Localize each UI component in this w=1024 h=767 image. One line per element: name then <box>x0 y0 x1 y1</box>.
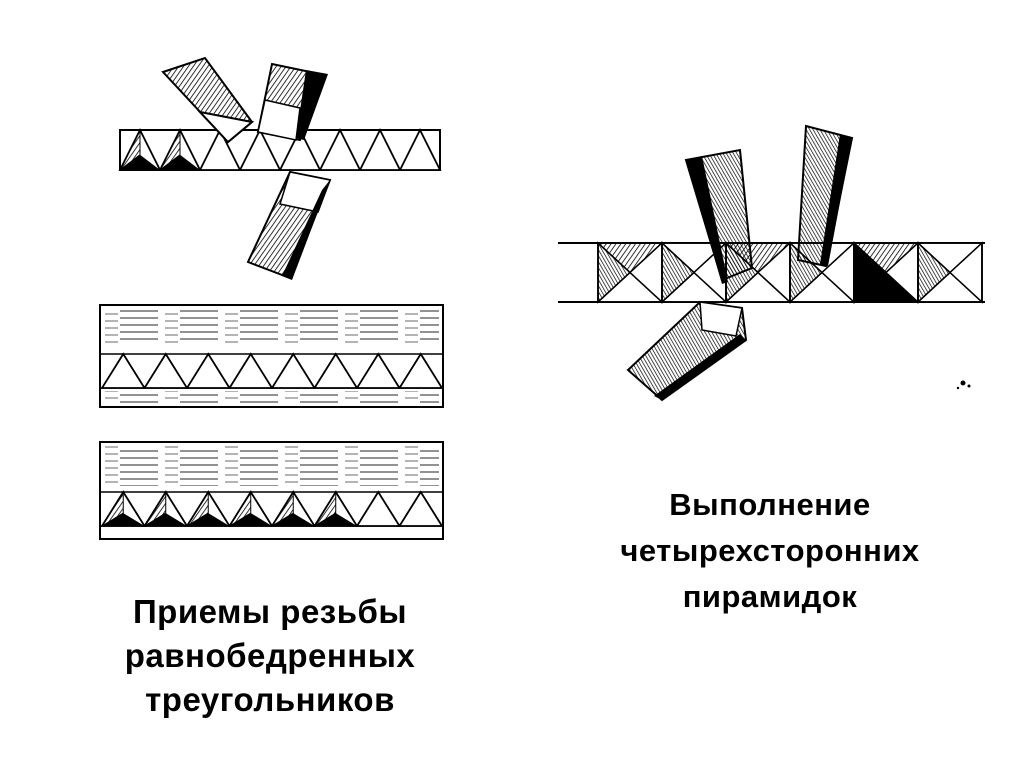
band-top-triangle <box>318 127 362 171</box>
ink-speck <box>956 380 971 390</box>
band-top-triangle <box>238 127 282 171</box>
band-top-triangle <box>198 127 242 171</box>
chisel-right-left <box>684 148 754 284</box>
board-bot-shadow-facet <box>187 513 230 526</box>
band-top-carved-facet <box>159 129 181 171</box>
band-top-triangle <box>358 127 402 171</box>
caption-right-line-3: пирамидок <box>682 579 858 614</box>
caption-left-line-2: равнобедренных <box>124 637 416 674</box>
board-mid-triangle <box>312 352 359 389</box>
board-mid-triangle <box>227 352 274 389</box>
caption-right-line-1: Выполнение <box>669 487 871 522</box>
board-bot-shadow-facet <box>102 513 145 526</box>
band-top-triangle <box>278 127 322 171</box>
band-top-shadow-facet <box>120 154 160 170</box>
caption-pyramid-carving: Выполнение четырехсторонних пирамидок <box>560 482 980 620</box>
caption-triangle-carving: Приемы резьбы равнобедренных треугольник… <box>60 590 480 722</box>
caption-right-line-2: четырехсторонних <box>620 533 920 568</box>
board-mid-triangle <box>100 352 147 389</box>
board-bottom <box>99 441 444 540</box>
board-bot-shadow-facet <box>272 513 315 526</box>
board-middle <box>99 304 444 408</box>
chisel-upper-middle <box>256 62 328 142</box>
pyramid-band <box>558 241 985 304</box>
band-top-shadow-facet <box>160 154 200 170</box>
board-bot-shadow-facet <box>314 513 357 526</box>
chisel-right-right <box>796 124 854 268</box>
band-top-carved-facet <box>119 129 141 171</box>
board-mid-triangle <box>142 352 189 389</box>
board-bot-shadow-facet <box>229 513 272 526</box>
band-top-triangle <box>398 127 442 171</box>
caption-left-line-1: Приемы резьбы <box>132 593 408 630</box>
triangle-band-top <box>118 127 442 171</box>
board-mid-triangle <box>397 352 444 389</box>
chisel-right-lower <box>626 300 748 402</box>
chisel-lower <box>246 170 332 280</box>
board-bot-shadow-facet <box>144 513 187 526</box>
board-bot-triangle <box>355 490 402 527</box>
board-mid-triangle <box>270 352 317 389</box>
board-mid-triangle <box>185 352 232 389</box>
chisel-upper-left <box>161 56 255 144</box>
board-bot-triangle <box>397 490 444 527</box>
caption-left-line-3: треугольников <box>145 681 395 718</box>
board-mid-triangle <box>355 352 402 389</box>
pyramid-cell <box>917 242 983 303</box>
